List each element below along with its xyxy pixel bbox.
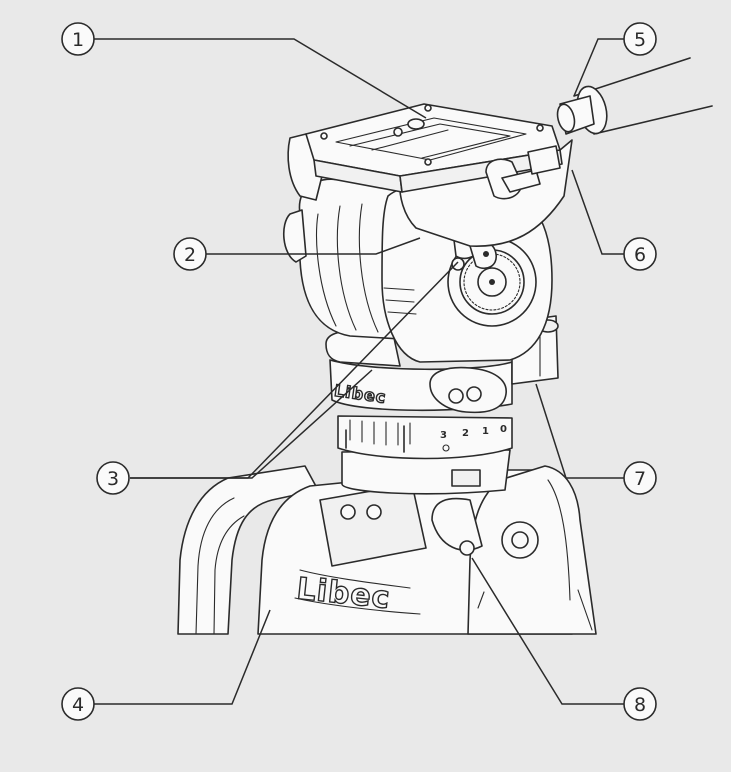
callout-label: 8 (634, 694, 646, 716)
leader-line (573, 38, 624, 97)
callout-1: 1 (61, 22, 95, 56)
callout-3: 3 (96, 461, 130, 495)
callout-label: 6 (634, 244, 646, 266)
leader-line (206, 237, 421, 255)
pan-scale-tick: 0 (500, 424, 507, 435)
callout-label: 2 (184, 244, 196, 266)
pan-scale: 3 2 1 0 (440, 424, 507, 452)
leader-line (471, 557, 624, 705)
callout-label: 5 (634, 29, 646, 51)
leader-line (571, 169, 624, 255)
callout-label: 7 (634, 468, 646, 490)
camera-plate (287, 103, 573, 247)
leader-line (535, 383, 624, 479)
leader-line (130, 369, 373, 479)
callout-label: 1 (72, 29, 84, 51)
callout-label: 4 (72, 694, 84, 716)
pan-scale-tick: 1 (482, 426, 489, 437)
callout-5: 5 (623, 22, 657, 56)
leader-line (94, 609, 271, 705)
pan-bar (556, 57, 713, 135)
callout-4: 4 (61, 687, 95, 721)
callout-label: 3 (107, 468, 119, 490)
pan-scale-tick: 3 (440, 430, 447, 441)
callout-7: 7 (623, 461, 657, 495)
leader-lines (94, 38, 624, 705)
callout-6: 6 (623, 237, 657, 271)
callout-2: 2 (173, 237, 207, 271)
leader-line (94, 38, 427, 119)
callout-8: 8 (623, 687, 657, 721)
pan-scale-tick: 2 (462, 428, 469, 439)
